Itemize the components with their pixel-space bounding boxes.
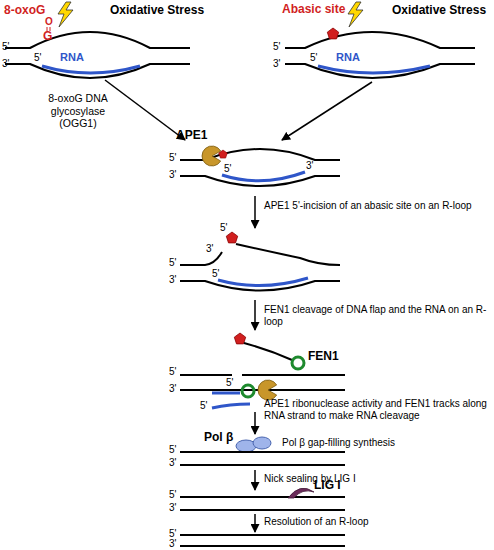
label-text: 3'	[169, 383, 176, 395]
label-text: 5'	[220, 222, 227, 234]
label-text: RNA	[336, 51, 360, 64]
lig1-protein	[288, 488, 314, 498]
dna-strand	[180, 509, 345, 511]
label-text: 3'	[206, 243, 213, 255]
label-text: FEN1	[308, 349, 339, 363]
flow-arrow	[254, 196, 256, 228]
dna-flap	[244, 343, 292, 360]
label-text: 3'	[2, 58, 9, 70]
dna-strand	[5, 64, 190, 78]
label-text: LIG I	[314, 478, 341, 492]
label-text: 5'	[224, 163, 231, 175]
rna-strand	[218, 278, 308, 286]
abasic-site	[219, 150, 228, 158]
flow-arrow	[105, 80, 185, 140]
dna-strand	[5, 32, 190, 48]
label-text: 5'	[226, 377, 233, 389]
dna-flap	[236, 244, 340, 265]
fen1-protein	[242, 385, 254, 397]
label-text: 5'	[169, 257, 176, 269]
abasic-site	[226, 232, 237, 243]
label-text: Oxidative Stress	[392, 3, 486, 17]
label-text: 8-oxoG	[4, 3, 45, 17]
label-text: 5'	[200, 400, 207, 412]
label-text: 3'	[169, 538, 176, 550]
rna-fragment	[212, 404, 250, 408]
lightning-bolt	[348, 2, 363, 27]
dna-strand	[180, 464, 345, 466]
label-text: G	[43, 29, 52, 43]
flow-arrow	[282, 82, 372, 140]
label-text: FEN1 cleavage of DNA flap and the RNA on…	[264, 304, 492, 328]
abasic-site	[234, 333, 245, 344]
rna-strand	[222, 172, 305, 181]
label-text: 5'	[310, 52, 317, 64]
label-text: 3'	[169, 502, 176, 514]
abasic-site	[327, 28, 338, 39]
label-text: 5'	[169, 489, 176, 501]
dna-strand	[180, 534, 345, 536]
flow-arrow	[254, 514, 256, 532]
dna-strand	[180, 545, 345, 547]
label-text: 5'	[169, 444, 176, 456]
pol-beta-protein	[253, 437, 271, 449]
label-text: 5'	[2, 41, 9, 53]
label-text: Nick sealing by LIG I	[264, 473, 492, 485]
label-text: APE1	[176, 128, 207, 142]
flow-arrow	[254, 412, 256, 434]
dna-strand	[180, 451, 345, 453]
dna-strand	[180, 252, 222, 265]
label-text: APE1 5'-incision of an abasic site on an…	[264, 200, 492, 212]
label-text: Pol β	[204, 430, 233, 444]
dna-strand	[180, 374, 232, 376]
flow-arrow	[254, 470, 256, 490]
fen1-protein	[292, 357, 304, 369]
label-text: 3'	[169, 169, 176, 181]
label-text: O	[45, 16, 53, 28]
dna-strand	[242, 374, 345, 376]
label-text: 5'	[273, 41, 280, 53]
label-text: 5'	[212, 268, 219, 280]
ape1-protein	[258, 380, 277, 400]
dna-strand	[285, 32, 475, 48]
dna-strand	[285, 64, 475, 78]
label-text: 5'	[34, 52, 41, 64]
rna-strand	[318, 66, 430, 73]
label-text: RNA	[60, 51, 84, 64]
ape1-protein	[202, 146, 221, 166]
flow-arrow	[254, 300, 256, 330]
label-text: 5'	[169, 366, 176, 378]
label-text: 5'	[169, 152, 176, 164]
label-text: Abasic site	[282, 2, 345, 16]
label-text: Pol β gap-filling synthesis	[282, 437, 492, 449]
label-text: 3'	[169, 457, 176, 469]
label-text: Resolution of an R-loop	[264, 516, 492, 528]
label-text: APE1 ribonuclease activity and FEN1 trac…	[264, 398, 492, 422]
label-text: 3'	[169, 274, 176, 286]
rna-strand	[212, 392, 240, 395]
label-text: Oxidative Stress	[110, 3, 204, 17]
dna-strand	[180, 496, 345, 498]
label-text: 3'	[306, 160, 313, 172]
label-text: 3'	[273, 58, 280, 70]
rna-strand	[42, 66, 140, 73]
label-text: 8-oxoG DNA glycosylase (OGG1)	[36, 92, 120, 130]
lightning-bolt	[58, 2, 73, 27]
